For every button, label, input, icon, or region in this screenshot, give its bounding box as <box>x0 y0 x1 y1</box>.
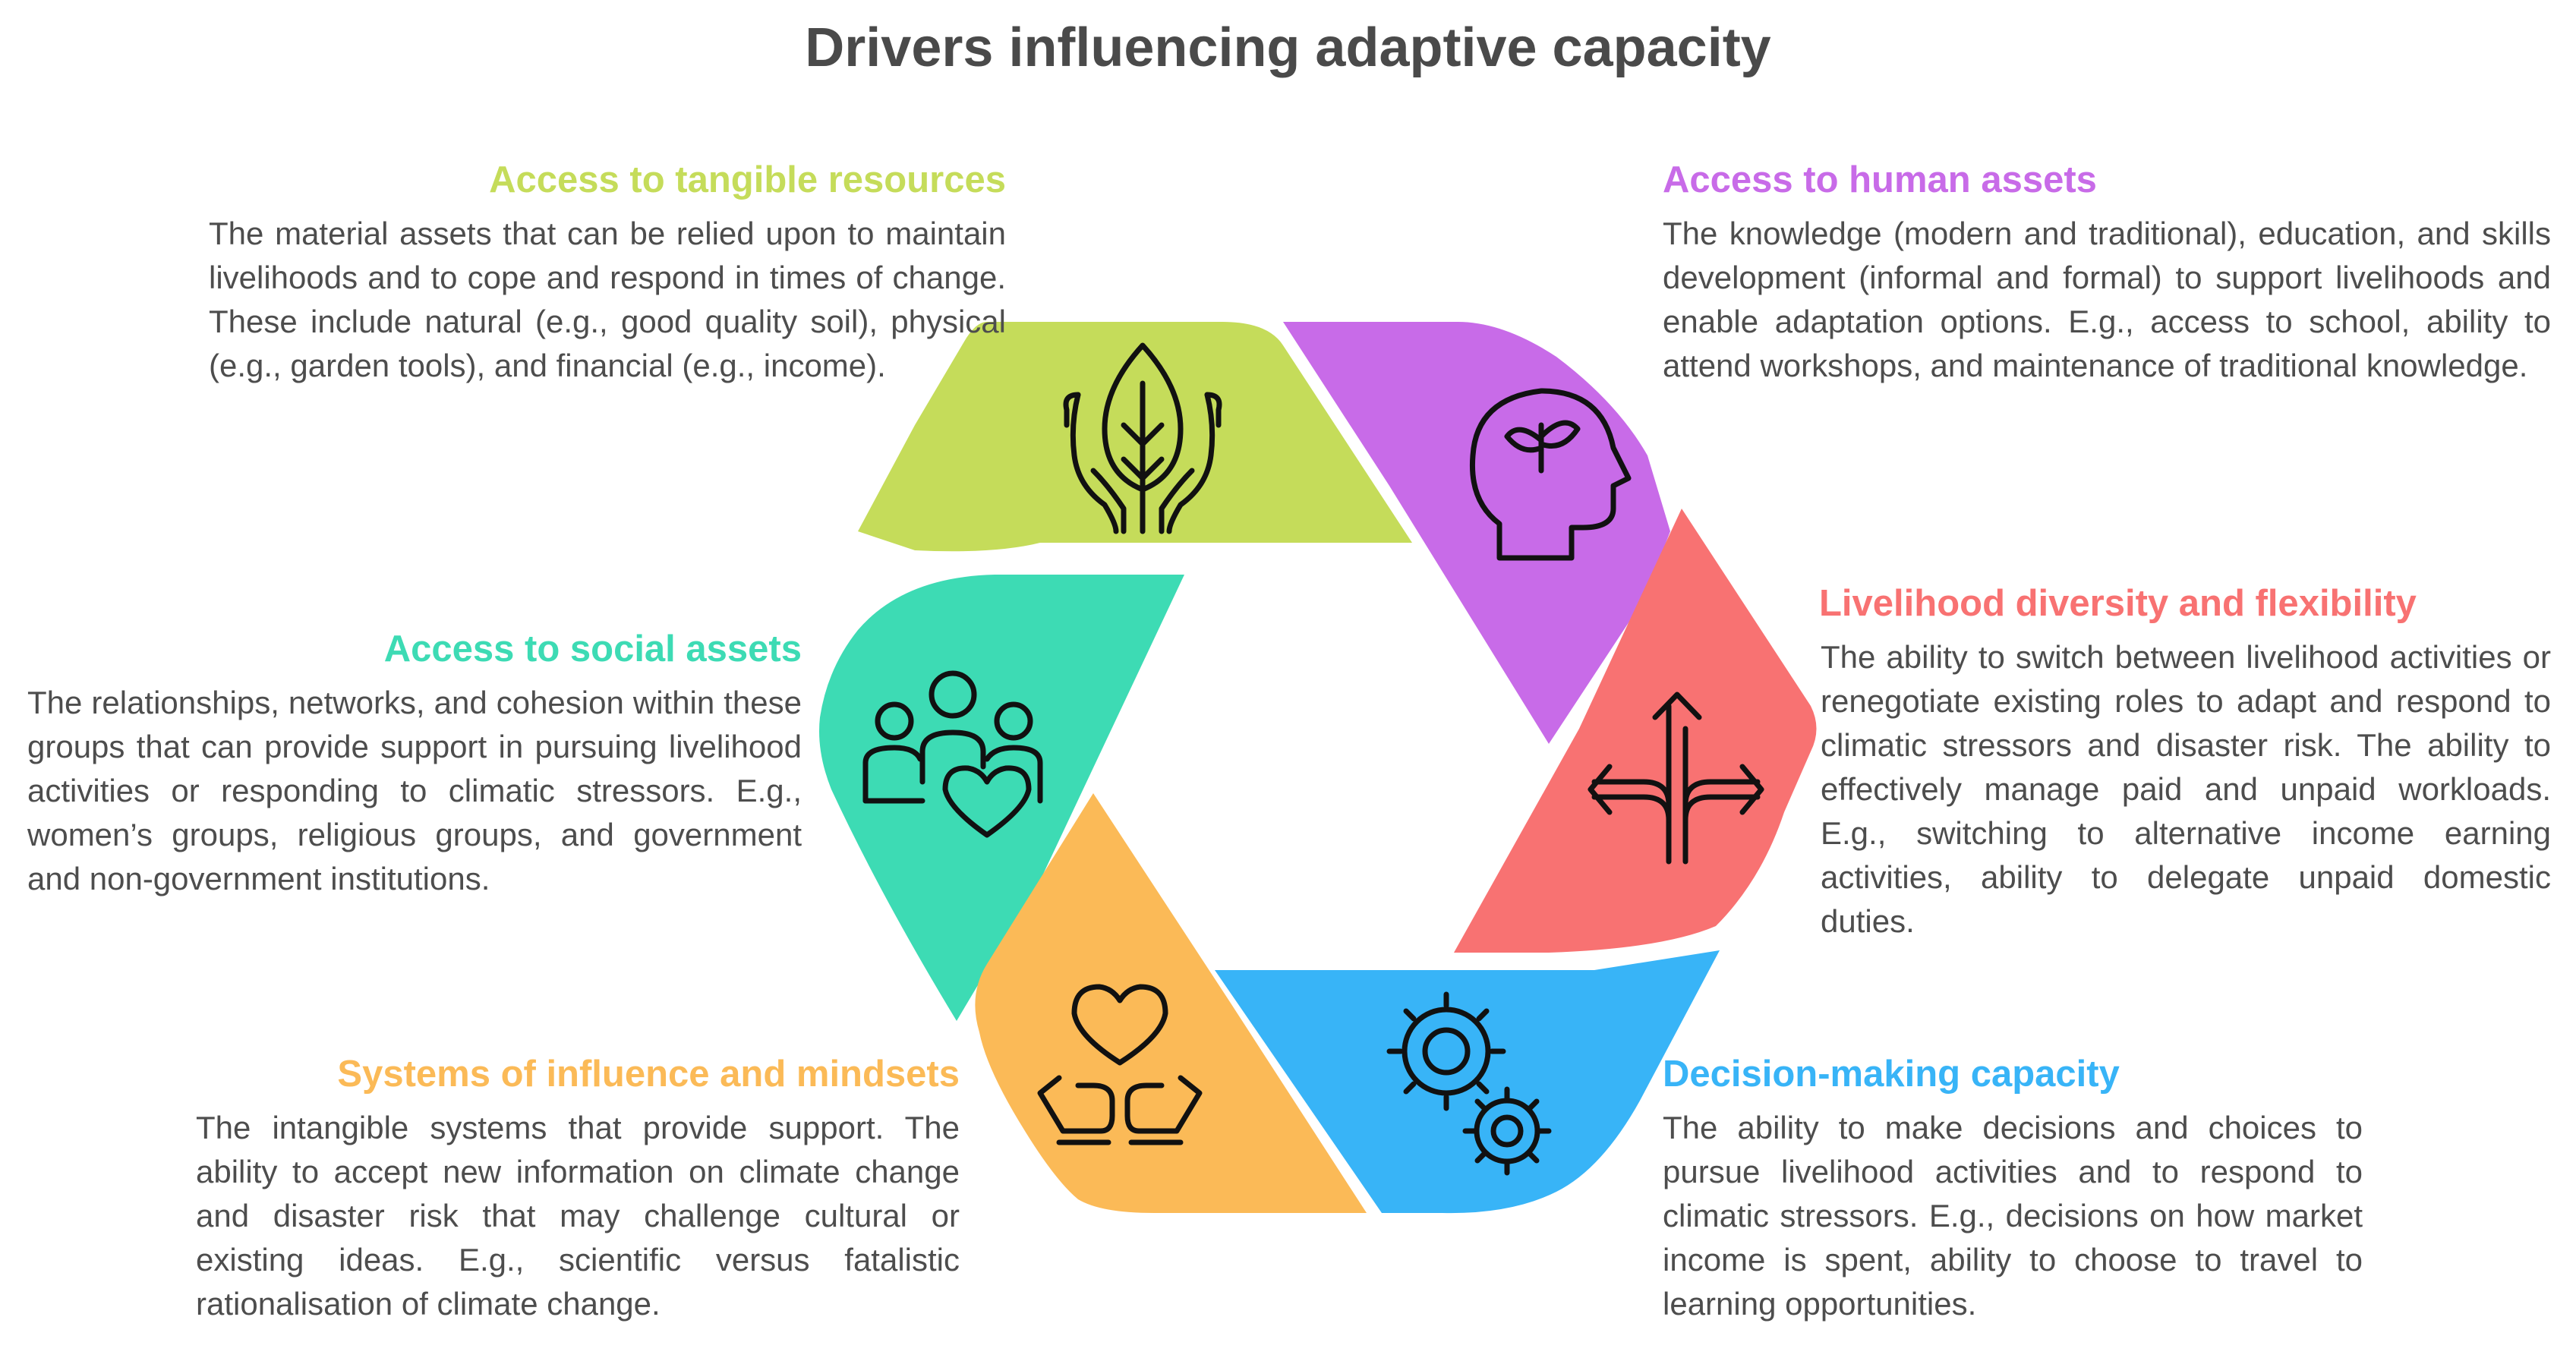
text-livelihood: The ability to switch between livelihood… <box>1821 638 2551 939</box>
heading-systems: Systems of influence and mindsets <box>337 1054 960 1095</box>
text-tangible: The material assets that can be relied u… <box>209 215 1006 383</box>
segment-systems <box>975 793 1367 1213</box>
split-arrows-icon <box>1588 692 1764 865</box>
segment-livelihood <box>1454 509 1817 953</box>
diagram-title: Drivers influencing adaptive capacity <box>805 17 1771 78</box>
text-social: The relationships, networks, and cohesio… <box>27 684 802 896</box>
segment-social <box>819 575 1184 1021</box>
driver-decision: Decision-making capacity The ability to … <box>1663 1052 2363 1326</box>
text-decision: The ability to make decisions and choice… <box>1663 1109 2363 1322</box>
driver-systems: Systems of influence and mindsets The in… <box>196 1052 960 1326</box>
driver-livelihood: Livelihood diversity and flexibility The… <box>1819 581 2551 944</box>
hands-heart-icon <box>1037 984 1203 1145</box>
hands-leaf-icon <box>1063 342 1222 534</box>
driver-human: Access to human assets The knowledge (mo… <box>1663 158 2551 388</box>
heading-social: Access to social assets <box>383 629 802 669</box>
head-sprout-icon <box>1469 388 1632 561</box>
heading-tangible: Access to tangible resources <box>489 159 1006 200</box>
heading-decision: Decision-making capacity <box>1663 1054 2120 1095</box>
driver-social: Access to social assets The relationship… <box>27 627 802 901</box>
segment-decision <box>1215 950 1720 1214</box>
heading-human: Access to human assets <box>1663 159 2097 200</box>
text-systems: The intangible systems that provide supp… <box>196 1109 960 1322</box>
group-heart-icon <box>862 670 1043 838</box>
gears-icon <box>1386 991 1552 1176</box>
driver-tangible: Access to tangible resources The materia… <box>209 158 1006 388</box>
heading-livelihood: Livelihood diversity and flexibility <box>1819 583 2417 624</box>
text-human: The knowledge (modern and traditional), … <box>1663 215 2551 383</box>
